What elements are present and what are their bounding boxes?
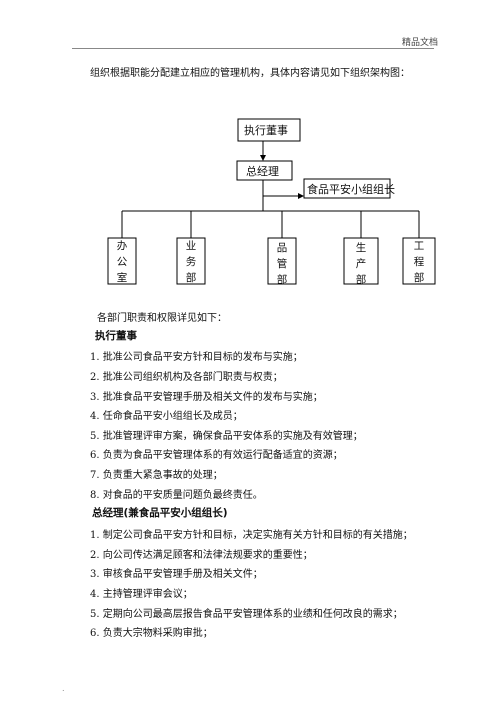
section1-item-4: 4. 任命食品平安小组组长及成员； [90, 411, 243, 422]
dept-box-engineering [402, 237, 436, 285]
gm-box [236, 160, 293, 181]
gm-label: 总经理 [246, 164, 279, 178]
dept-box-business [176, 237, 206, 285]
section1-item-3: 3. 批准食品平安管理手册及相关文件的发布与实施； [90, 392, 323, 403]
dept-office: 办公室 [116, 240, 128, 284]
dept-qc: 品管部 [276, 242, 288, 286]
dept-engineering: 工程部 [413, 240, 425, 284]
food-safety-label: 食品平安小组组长 [307, 182, 395, 196]
dept-business: 业务部 [185, 240, 197, 284]
section2-item-3: 3. 审核食品平安管理手册及相关文件； [90, 569, 263, 580]
dept-box-office [107, 237, 137, 285]
arrow-head-1 [260, 155, 266, 161]
section1-item-2: 2. 批准公司组织机构及各部门职责与权责； [90, 372, 283, 383]
header-label: 精品文档 [401, 38, 438, 48]
food-safety-box [303, 178, 391, 199]
section1-title: 执行董事 [95, 330, 137, 342]
section2-item-5: 5. 定期向公司最高层报告食品平安管理体系的业绩和任何改良的需求； [90, 609, 403, 620]
intro-paragraph: 组织根据职能分配建立相应的管理机构，具体内容请见如下组织架构图： [90, 68, 410, 79]
dept-box-qc [267, 237, 297, 285]
section2-item-6: 6. 负责大宗物料采购审批； [90, 628, 213, 639]
section2-item-1: 1. 制定公司食品平安方针和目标，决定实施有关方针和目标的有关措施； [90, 530, 413, 541]
section1-item-1: 1. 批准公司食品平安方针和目标的发布与实施； [90, 352, 303, 363]
section2-item-4: 4. 主持管理评审会议； [90, 589, 193, 600]
section1-item-6: 6. 负责为食品平安管理体系的有效运行配备适宜的资源； [90, 450, 343, 461]
header-rule [72, 48, 434, 49]
chairman-box [237, 118, 301, 142]
section1-item-8: 8. 对食品的平安质量问题负最终责任。 [90, 490, 263, 501]
dept-box-production [343, 237, 379, 285]
section1-item-5: 5. 批准管理评审方案，确保食品平安体系的实施及有效管理； [90, 431, 363, 442]
dept-intro: 各部门职责和权限详见如下： [97, 313, 227, 324]
food-safety-arrow [298, 193, 304, 199]
section2-title: 总经理(兼食品平安小组组长) [92, 507, 228, 519]
section1-item-7: 7. 负责重大紧急事故的处理； [90, 470, 223, 481]
chairman-label: 执行董事 [244, 123, 288, 137]
footer-dot: . [62, 684, 65, 693]
dept-production: 生产部 [355, 242, 367, 286]
section2-item-2: 2. 向公司传达满足顾客和法律法规要求的重要性； [90, 550, 313, 561]
